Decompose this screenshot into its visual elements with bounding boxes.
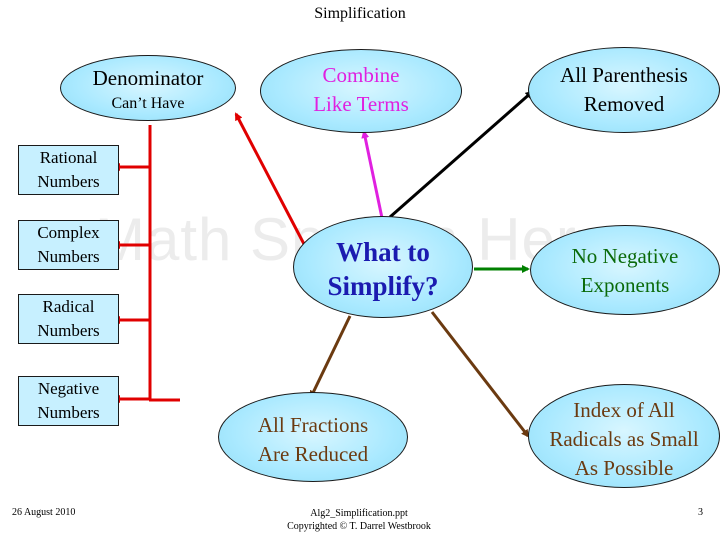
- radicals-oval: Index of All Radicals as Small As Possib…: [528, 384, 720, 488]
- slide-title: Simplification: [314, 5, 406, 22]
- fractions-oval: All Fractions Are Reduced: [218, 392, 408, 482]
- arrow-to-combine: [361, 130, 384, 219]
- combine-like-terms-oval: Combine Like Terms: [260, 49, 462, 133]
- page-number: 3: [698, 507, 703, 518]
- arrow-to-parenthesis: [389, 90, 534, 219]
- radicals-line2: Radicals as Small: [549, 427, 699, 451]
- exponents-line1: No Negative: [571, 244, 679, 268]
- denominator-oval: Denominator Can’t Have: [60, 55, 236, 121]
- radical-line2: Numbers: [37, 321, 100, 340]
- footer-file: Alg2_Simplification.ppt: [310, 508, 408, 519]
- combine-line2: Like Terms: [313, 92, 409, 116]
- exponents-line2: Exponents: [580, 273, 670, 297]
- negative-line1: Negative: [37, 379, 100, 398]
- complex-line2: Numbers: [37, 247, 100, 266]
- fractions-line1: All Fractions: [257, 413, 369, 437]
- parenthesis-line1: All Parenthesis: [560, 63, 688, 87]
- arrow-to-fractions: [309, 315, 352, 399]
- arrow-to-radicals: [430, 311, 530, 438]
- parenthesis-oval: All Parenthesis Removed: [528, 47, 720, 133]
- center-line1: What to: [336, 237, 430, 267]
- rational-line2: Numbers: [37, 172, 100, 191]
- red-bracket: [112, 125, 180, 403]
- arrow-to-denominator: [234, 112, 307, 247]
- parenthesis-line2: Removed: [583, 92, 665, 116]
- denominator-heading: Denominator: [92, 66, 204, 90]
- radical-line1: Radical: [42, 297, 95, 316]
- radicals-line1: Index of All: [573, 398, 675, 422]
- exponents-oval: No Negative Exponents: [530, 225, 720, 315]
- combine-line1: Combine: [322, 63, 400, 87]
- denominator-subheading: Can’t Have: [111, 95, 185, 112]
- rational-line1: Rational: [39, 148, 98, 167]
- fractions-line2: Are Reduced: [257, 442, 369, 466]
- center-oval: What to Simplify?: [293, 216, 473, 318]
- radicals-line3: As Possible: [574, 456, 674, 480]
- footer-copyright: Copyrighted © T. Darrel Westbrook: [287, 521, 431, 532]
- complex-line1: Complex: [37, 223, 100, 242]
- footer-date: 26 August 2010: [12, 507, 76, 518]
- negative-line2: Numbers: [37, 403, 100, 422]
- center-line2: Simplify?: [327, 271, 439, 301]
